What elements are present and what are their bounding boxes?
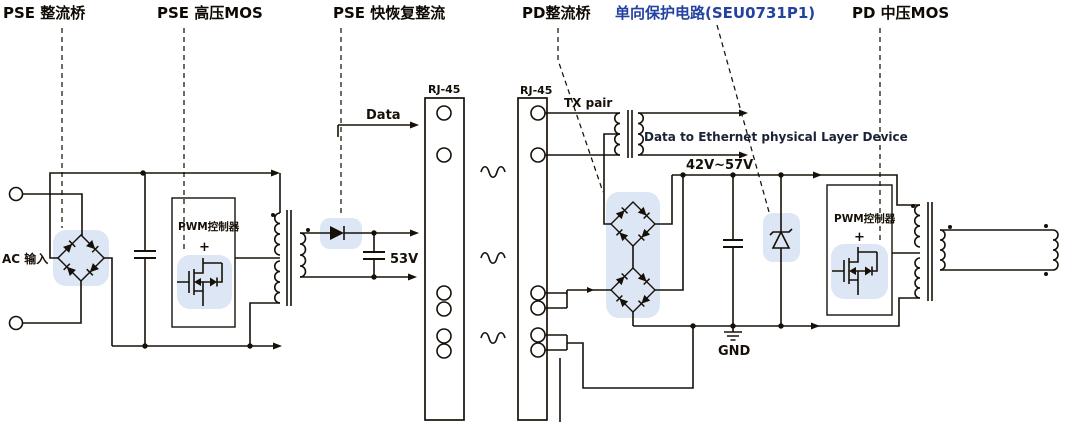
center-tap-wire bbox=[603, 133, 620, 225]
pse-pwm-box bbox=[171, 197, 236, 328]
pd-pwm-plus: + bbox=[854, 230, 865, 245]
stage-label-pse-fast-recovery: PSE 快恢复整流 bbox=[333, 4, 445, 22]
vplus-rail bbox=[672, 174, 920, 206]
t2-core bbox=[927, 202, 933, 301]
ac-wire-bottom bbox=[23, 281, 82, 324]
lower-bridge-pos bbox=[655, 175, 684, 291]
t1-core bbox=[286, 210, 292, 306]
twisted-pair-icon bbox=[480, 251, 506, 265]
data-wire bbox=[337, 124, 410, 137]
primary-return bbox=[249, 302, 280, 346]
leader-pd-bridge bbox=[557, 28, 604, 193]
ac-wire-top bbox=[23, 193, 83, 236]
output-53v-label: 53V bbox=[390, 252, 418, 267]
pse-pwm-label: PWM控制器 bbox=[178, 220, 240, 233]
component-tiles bbox=[53, 192, 888, 318]
pd-pwm-label: PWM控制器 bbox=[834, 212, 896, 225]
t1-primary-winding bbox=[274, 212, 281, 304]
t2-secondary-winding bbox=[939, 229, 946, 271]
rj45-left-body bbox=[424, 97, 465, 421]
junction-dots bbox=[140, 170, 1048, 349]
pse-bridge-tile bbox=[53, 230, 109, 286]
stage-label-pd-mv-mos: PD 中压MOS bbox=[852, 4, 949, 22]
upper-bridge-pos bbox=[655, 175, 673, 225]
bridge-neg-drop bbox=[104, 257, 113, 346]
rj45-right-pin bbox=[530, 147, 546, 163]
wires bbox=[8, 97, 1059, 422]
pd-cap-plates bbox=[723, 239, 743, 248]
output-winding bbox=[1052, 229, 1059, 271]
rj45-right-pin bbox=[530, 300, 546, 316]
tx-pair-label: TX pair bbox=[564, 96, 612, 110]
rj45-left-pin bbox=[436, 301, 452, 317]
t2-primary-winding bbox=[914, 204, 921, 299]
tvs-tile bbox=[763, 213, 800, 262]
stage-label-protection-circuit: 单向保护电路(SEU0731P1) bbox=[615, 4, 815, 22]
gnd-rail bbox=[633, 297, 920, 327]
gnd-label: GND bbox=[718, 344, 751, 359]
twisted-pair-icon bbox=[480, 165, 506, 179]
ac-input-label: AC 输入 bbox=[2, 251, 48, 266]
output-wires bbox=[940, 229, 1053, 271]
tx-pair-wires bbox=[545, 112, 620, 156]
spare-pair1-wires bbox=[545, 289, 611, 309]
phy-data-wires bbox=[638, 112, 739, 156]
tx-core bbox=[627, 110, 633, 158]
stage-label-pse-bridge: PSE 整流桥 bbox=[3, 4, 86, 22]
rj45-left-pin bbox=[436, 328, 452, 344]
tx-right-winding bbox=[637, 112, 644, 156]
rj45-right-pin bbox=[530, 285, 546, 301]
stage-label-pse-hv-mos: PSE 高压MOS bbox=[157, 4, 263, 22]
ac-terminal-top bbox=[8, 186, 24, 202]
rj45-left-label: RJ-45 bbox=[428, 83, 460, 96]
flow-arrows bbox=[271, 109, 822, 350]
tvs-triangle bbox=[771, 230, 791, 249]
pse-pwm-plus: + bbox=[199, 240, 210, 255]
rj45-right-pin bbox=[530, 327, 546, 343]
rj45-left-pin bbox=[436, 285, 452, 301]
ground-icon bbox=[724, 326, 742, 341]
rj45-left-pin bbox=[436, 105, 452, 121]
rj45-right-body bbox=[517, 97, 548, 421]
rj45-right-pin bbox=[530, 342, 546, 358]
out-cap-plates bbox=[363, 251, 385, 260]
rj45-left-pin bbox=[436, 343, 452, 359]
fast-diode-icon bbox=[330, 226, 345, 240]
leader-protection bbox=[716, 24, 770, 213]
stage-label-pd-bridge: PD整流桥 bbox=[522, 4, 591, 22]
spare-pair2-wires bbox=[545, 326, 694, 389]
ac-terminal-bottom bbox=[8, 315, 24, 331]
voltage-range-label: 42V~57V bbox=[686, 158, 753, 173]
t1-secondary-winding bbox=[299, 232, 307, 278]
data-label: Data bbox=[366, 108, 401, 123]
rj45-left-pin bbox=[436, 147, 452, 163]
pse-top-rail bbox=[49, 172, 271, 259]
bulk-cap-plates bbox=[134, 250, 156, 259]
twisted-pair-icon bbox=[480, 331, 506, 345]
pd-pwm-box bbox=[826, 184, 893, 316]
data-to-ethernet-label: Data to Ethernet physical Layer Device bbox=[644, 130, 908, 144]
rj45-right-label: RJ-45 bbox=[520, 84, 552, 97]
rj45-right-pin bbox=[530, 105, 546, 121]
